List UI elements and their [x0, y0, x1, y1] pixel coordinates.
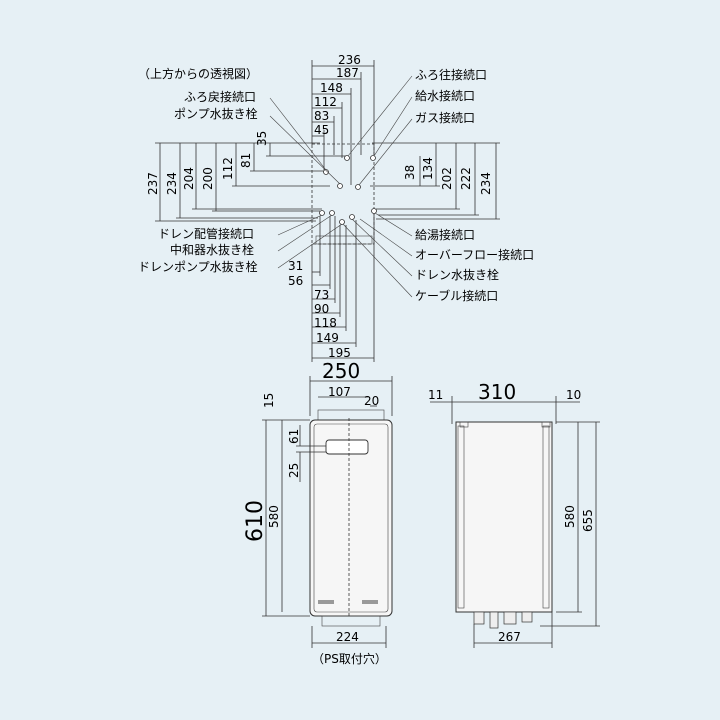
dim-204: 204 [182, 167, 196, 190]
side-right-offset: 10 [566, 388, 581, 402]
label-neutralizer-drain: 中和器水抜き栓 [170, 242, 254, 257]
side-left-offset: 11 [428, 388, 443, 402]
leader-furo-modori [269, 97, 327, 171]
front-width: 250 [322, 359, 360, 383]
label-kyuto: 給湯接続口 [415, 227, 475, 242]
side-depth: 310 [478, 380, 516, 404]
leader-drain-pipe [277, 214, 323, 236]
label-pump-drain: ポンプ水抜き栓 [174, 106, 258, 121]
label-drain-pipe: ドレン配管接続口 [158, 226, 254, 241]
side-height-inner: 580 [563, 505, 577, 528]
dim-112-left: 112 [221, 157, 235, 180]
connection-points [319, 155, 377, 225]
label-kyusui: 給水接続口 [415, 88, 475, 103]
dim-222: 222 [459, 167, 473, 190]
leader-drain-valve [351, 218, 413, 277]
dim-236: 236 [338, 53, 361, 67]
top-fittings [317, 409, 385, 421]
dim-149: 149 [316, 331, 339, 345]
dim-134: 134 [421, 157, 435, 180]
dim-237: 237 [146, 172, 160, 195]
top-view-caption: （上方からの透視図） [138, 66, 258, 81]
leader-drain-pump [277, 223, 343, 269]
dim-224: 224 [336, 630, 359, 644]
top-view-outline [311, 143, 375, 245]
label-drain-valve: ドレン水抜き栓 [415, 267, 499, 282]
top-right-v-dim-lines [370, 142, 500, 220]
side-body [455, 421, 553, 613]
side-view: 310 11 10 580 655 267 [428, 380, 600, 648]
dim-15: 15 [262, 393, 276, 408]
leader-pump-drain [269, 115, 341, 185]
label-drain-pump-drain: ドレンポンプ水抜き栓 [138, 259, 258, 274]
dim-45: 45 [314, 123, 329, 137]
top-left-v-dim-lines [155, 142, 346, 222]
dim-195: 195 [328, 346, 351, 360]
leader-kyusui [373, 96, 413, 157]
dim-202: 202 [440, 167, 454, 190]
dim-118: 118 [314, 316, 337, 330]
dim-234-right: 234 [479, 172, 493, 195]
leader-gas [358, 118, 413, 186]
label-gas: ガス接続口 [415, 110, 475, 125]
label-overflow: オーバーフロー接続口 [415, 247, 534, 262]
bottom-fittings [321, 615, 381, 627]
dim-20: 20 [364, 394, 379, 408]
front-vent-right [362, 600, 378, 604]
label-cable: ケーブル接続口 [415, 288, 498, 303]
label-furo-modori: ふろ戻接続口 [184, 89, 256, 104]
leader-overflow [359, 218, 413, 257]
dim-187: 187 [336, 66, 359, 80]
dim-267: 267 [498, 630, 521, 644]
dim-234-left: 234 [165, 172, 179, 195]
front-view: 250 107 20 15 61 25 610 580 224 （PS取付穴） [243, 359, 393, 666]
leader-furo-yuki [347, 75, 413, 157]
dim-148: 148 [320, 81, 343, 95]
top-view: （上方からの透視図） 236 187 148 112 83 45 [138, 53, 534, 362]
top-h-dim-lines [311, 60, 375, 185]
leader-neutralizer [277, 214, 333, 252]
side-height-total: 655 [581, 509, 595, 532]
dim-200: 200 [201, 167, 215, 190]
ps-hole-label: （PS取付穴） [312, 651, 387, 666]
front-handle [325, 439, 369, 455]
front-height-inner: 580 [267, 505, 281, 528]
dim-73: 73 [314, 288, 329, 302]
dim-61: 61 [287, 429, 301, 444]
front-height-total: 610 [243, 500, 268, 542]
label-furo-yuki: ふろ往接続口 [415, 67, 487, 82]
side-bottom-pipes [473, 611, 533, 629]
dim-35: 35 [255, 131, 269, 146]
dim-25: 25 [287, 463, 301, 478]
dim-112: 112 [314, 95, 337, 109]
dim-31: 31 [288, 259, 303, 273]
dim-56: 56 [288, 274, 303, 288]
top-bottom-dim-lines [311, 214, 375, 362]
leader-cable [342, 223, 413, 298]
front-edge-mark [315, 235, 373, 245]
dim-81: 81 [239, 153, 253, 168]
dim-90: 90 [314, 302, 329, 316]
dim-83: 83 [314, 109, 329, 123]
front-vent-left [318, 600, 334, 604]
dim-38: 38 [403, 165, 417, 180]
leader-kyuto [374, 212, 413, 237]
dim-107: 107 [328, 385, 351, 399]
